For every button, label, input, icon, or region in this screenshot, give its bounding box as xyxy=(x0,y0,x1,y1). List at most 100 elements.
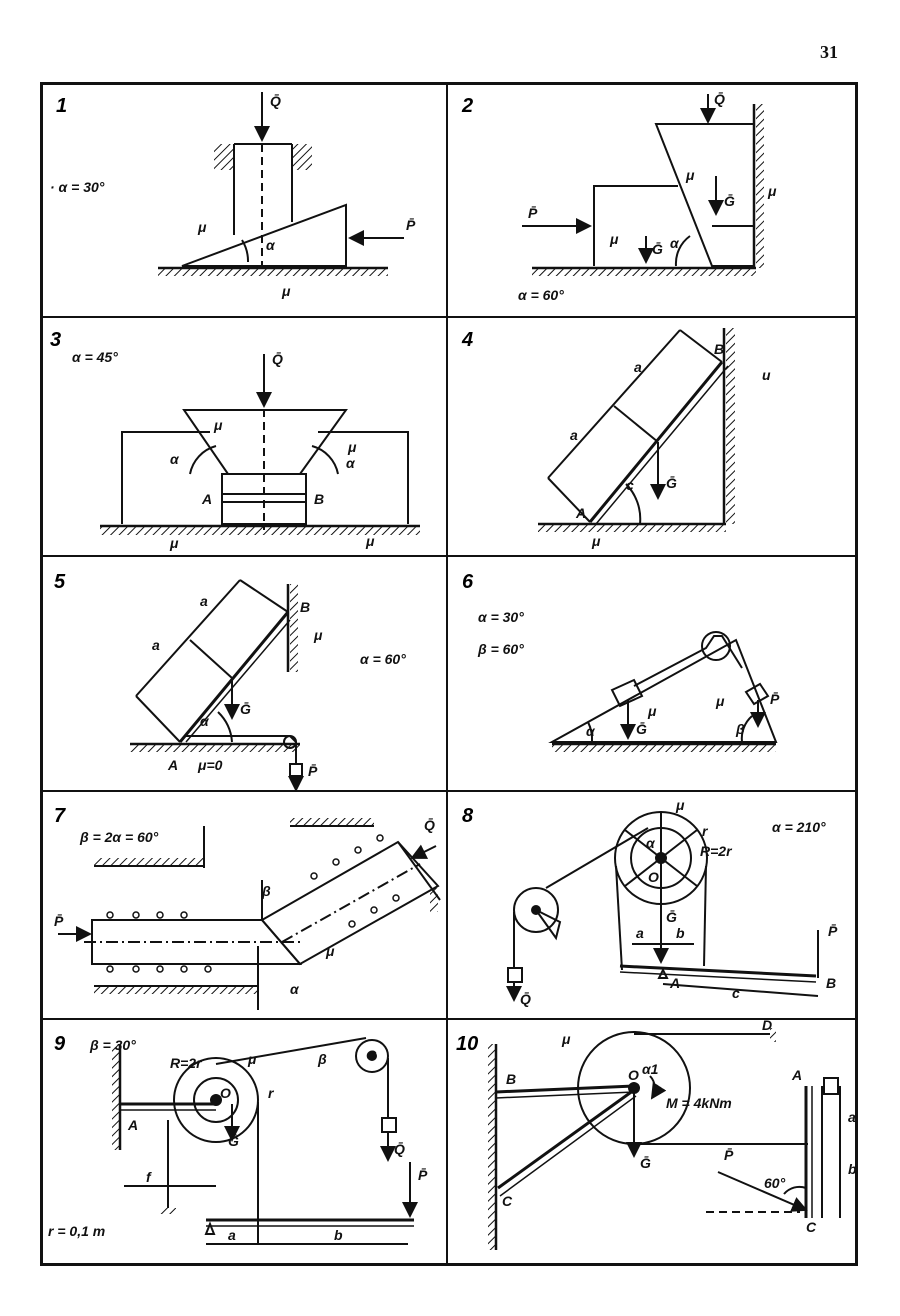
p8-a: a xyxy=(636,925,644,941)
p7-q-label: Q̄ xyxy=(424,816,435,833)
p9-g-label: Ḡ xyxy=(228,1132,239,1149)
grid-divider-1 xyxy=(40,316,858,318)
p4-b-label: B xyxy=(714,341,724,357)
p9-pulley-g: G xyxy=(366,1047,377,1063)
p10-c2: C xyxy=(806,1219,817,1235)
p3-mu-top: μ xyxy=(213,417,223,433)
p8-p-label: P̄ xyxy=(828,922,838,939)
p4-a2: a xyxy=(570,427,578,443)
p1-param: · α = 30° xyxy=(50,179,105,195)
p7-alpha: α xyxy=(290,981,300,997)
p9-param: β = 30° xyxy=(89,1037,136,1053)
p5-a-label: A xyxy=(167,757,178,773)
p9-mu: μ xyxy=(247,1051,257,1067)
p6-alpha: α xyxy=(586,723,596,739)
p9-o: O xyxy=(220,1085,231,1101)
p2-mu-a: μ xyxy=(685,167,695,183)
p8-R: R=2r xyxy=(700,843,733,859)
p4-a-label: A xyxy=(575,505,586,521)
panel-9-diagram xyxy=(112,1037,418,1245)
panel-1-number: 1 xyxy=(56,95,67,117)
p2-param: α = 60° xyxy=(518,287,564,303)
p1-q-label: Q̄ xyxy=(270,92,281,109)
p9-q-label: Q̄ xyxy=(394,1140,405,1157)
p9-beta: β xyxy=(317,1051,327,1067)
p3-mu-br: μ xyxy=(365,533,375,549)
p5-p-label: P̄ xyxy=(308,762,318,779)
p9-b: b xyxy=(334,1227,343,1243)
p5-alpha: α xyxy=(200,713,210,729)
p10-g-label: Ḡ xyxy=(640,1154,651,1171)
p3-mu-bl: μ xyxy=(169,535,179,551)
panel-8-diagram xyxy=(506,811,819,1002)
panel-3-number: 3 xyxy=(50,329,61,351)
p10-b: b xyxy=(848,1161,857,1177)
panel-2-number: 2 xyxy=(461,95,473,117)
p5-mu0: μ=0 xyxy=(197,757,223,773)
panel-5-diagram xyxy=(130,579,304,792)
p8-q-label: Q̄ xyxy=(520,990,531,1007)
p7-p-label: P̄ xyxy=(54,912,64,929)
p2-mu-c: μ xyxy=(767,183,777,199)
panel-10-diagram xyxy=(488,1028,841,1250)
p9-r: r xyxy=(268,1085,275,1101)
p9-a: a xyxy=(228,1227,236,1243)
p6-param1: α = 30° xyxy=(478,609,524,625)
panel-7-number: 7 xyxy=(54,805,66,827)
p10-A: A xyxy=(791,1067,802,1083)
p6-p-label: P̄ xyxy=(770,690,780,707)
p9-R: R=2r xyxy=(170,1055,203,1071)
p6-param2: β = 60° xyxy=(477,641,524,657)
panel-9-number: 9 xyxy=(54,1033,66,1055)
p3-q-label: Q̄ xyxy=(272,350,283,367)
p6-mu2: μ xyxy=(715,693,725,709)
p2-alpha: α xyxy=(670,235,680,251)
p8-mu: μ xyxy=(675,797,685,813)
p1-mu-bottom: μ xyxy=(281,283,291,299)
grid-vertical-divider xyxy=(446,82,448,1266)
p6-mu1: μ xyxy=(647,703,657,719)
p2-g1-label: Ḡ xyxy=(724,192,735,209)
grid-divider-2 xyxy=(40,555,858,557)
p9-p-label: P̄ xyxy=(418,1166,428,1183)
p8-c: c xyxy=(732,985,740,1001)
grid-divider-3 xyxy=(40,790,858,792)
p10-a: a xyxy=(848,1109,856,1125)
p5-param: α = 60° xyxy=(360,651,406,667)
p3-param: α = 45° xyxy=(72,349,118,365)
p6-g-label: Ḡ xyxy=(636,720,647,737)
p10-C: C xyxy=(502,1193,513,1209)
panel-1-diagram xyxy=(158,92,404,276)
p8-param: α = 210° xyxy=(772,819,826,835)
p2-q-label: Q̄ xyxy=(714,90,725,107)
p4-c-label: c xyxy=(626,477,634,493)
p5-b-label: B xyxy=(300,599,310,615)
p9-a-label: A xyxy=(127,1117,138,1133)
p10-p-label: P̄ xyxy=(724,1146,734,1163)
p2-mu-b: μ xyxy=(609,231,619,247)
p8-alpha: α xyxy=(646,835,656,851)
p10-d: α1 xyxy=(642,1061,659,1077)
panel-7-diagram xyxy=(58,818,441,1010)
p8-r: r xyxy=(702,823,709,839)
p1-alpha: α xyxy=(266,237,276,253)
p3-alpha-l: α xyxy=(170,451,180,467)
p3-a-label: A xyxy=(201,491,212,507)
panel-2-diagram xyxy=(522,94,764,276)
p3-b-label: B xyxy=(314,491,324,507)
p7-mu: μ xyxy=(325,943,335,959)
p4-a1: a xyxy=(634,359,642,375)
p5-g-label: Ḡ xyxy=(240,700,251,717)
p5-a1: a xyxy=(200,593,208,609)
p10-m: M = 4kNm xyxy=(666,1095,732,1111)
p3-alpha-r: α xyxy=(346,455,356,471)
p7-beta: β xyxy=(261,883,271,899)
p8-g-label: Ḡ xyxy=(666,908,677,925)
p2-g2-label: Ḡ xyxy=(652,240,663,257)
p10-B: B xyxy=(506,1071,516,1087)
p4-u-label: u xyxy=(762,367,771,383)
p9-f: f xyxy=(146,1169,152,1185)
p4-g-label: Ḡ xyxy=(666,474,677,491)
p7-param: β = 2α = 60° xyxy=(79,829,159,845)
